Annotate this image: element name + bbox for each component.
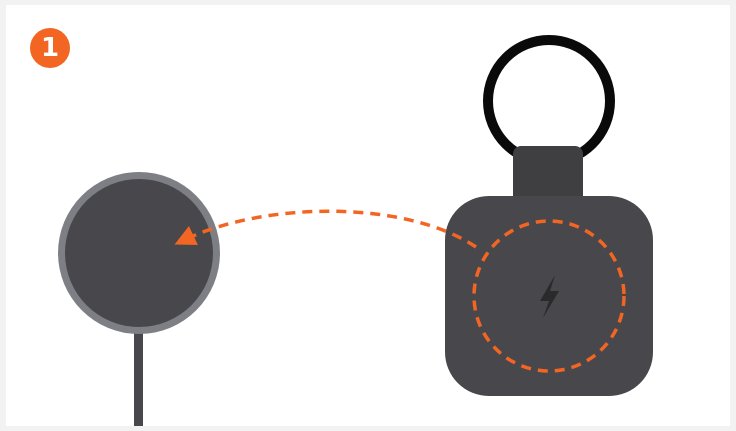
charging-diagram xyxy=(6,5,730,426)
dashed-arrow-icon xyxy=(184,211,476,247)
charger-cable xyxy=(134,325,143,426)
magnetic-charger xyxy=(58,172,220,334)
key-ring xyxy=(488,40,610,162)
charger-pad xyxy=(65,179,213,327)
illustration-panel: 1 xyxy=(6,5,730,426)
